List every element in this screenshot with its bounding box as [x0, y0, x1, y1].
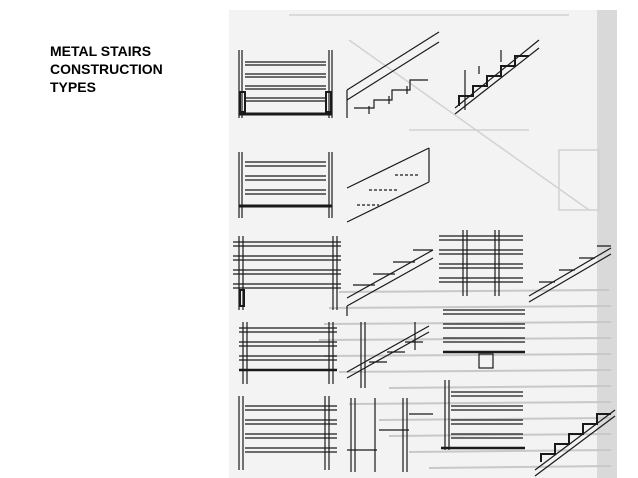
- drawing-r3-section-a: [346, 249, 434, 316]
- drawing-r2-section: [346, 147, 430, 223]
- drawing-r3-elevation: [233, 236, 341, 310]
- drawing-r1-elevation: [238, 50, 333, 118]
- slide-title: METAL STAIRS CONSTRUCTION TYPES: [50, 42, 163, 96]
- drawing-r3-section-b: [528, 245, 612, 303]
- drawing-r5-elevation-b: [441, 380, 525, 450]
- stair-drawings-scan: [229, 10, 617, 478]
- drawing-r4-elevation: [239, 322, 337, 384]
- stair-drawings-svg: [229, 10, 617, 478]
- bleed-through-lines: [289, 14, 600, 211]
- drawing-r4-elevation-b: [443, 309, 525, 369]
- title-line-3: TYPES: [50, 79, 96, 95]
- title-line-2: CONSTRUCTION: [50, 61, 163, 77]
- drawing-r1-section-b: [454, 39, 540, 115]
- drawing-r4-section-a: [346, 322, 430, 388]
- drawing-r5-section-a: [347, 398, 433, 472]
- title-line-1: METAL STAIRS: [50, 43, 152, 59]
- scan-edge-shadow: [597, 10, 617, 478]
- drawing-r5-elevation: [238, 396, 337, 470]
- drawing-r1-section-a: [346, 31, 440, 118]
- stair-drawings: [233, 31, 616, 477]
- drawing-r2-elevation: [238, 152, 333, 218]
- drawing-r5-section-b: [534, 409, 616, 477]
- scan-paper: [229, 10, 617, 478]
- drawing-r3-elevation-b: [439, 230, 523, 296]
